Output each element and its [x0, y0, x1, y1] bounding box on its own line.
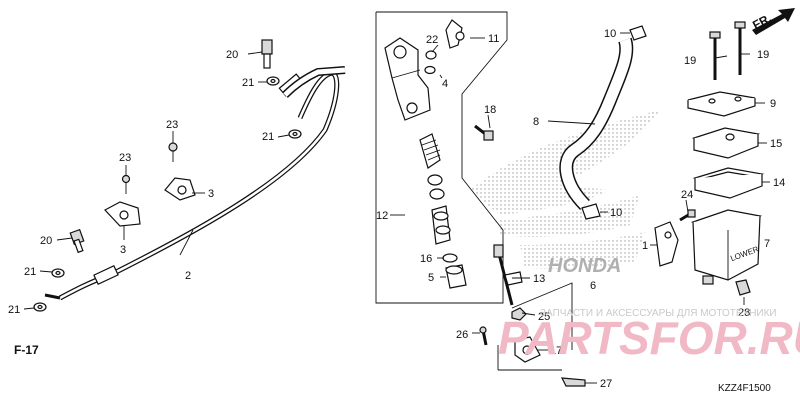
front-direction-arrow: FR. — [750, 8, 795, 35]
callout-3-b: 3 — [120, 244, 126, 256]
callout-3-a: 3 — [208, 188, 214, 200]
circlip-16 — [442, 253, 458, 263]
callout-21-d: 21 — [8, 304, 20, 316]
callout-4: 4 — [442, 78, 448, 90]
callout-20-left: 20 — [40, 235, 52, 247]
callout-10-top: 10 — [604, 28, 616, 40]
reservoir-hose-8 — [559, 37, 634, 210]
watermark: ЗАПЧАСТИ И АКСЕССУАРЫ ДЛЯ МОТОТЕХНИКИ PA… — [498, 308, 800, 364]
callout-27: 27 — [600, 378, 612, 390]
callout-15: 15 — [770, 138, 782, 150]
washer-21-b — [288, 129, 302, 139]
reference-f17: F-17 — [14, 343, 39, 357]
callout-23-b: 23 — [119, 152, 131, 164]
callout-6: 6 — [590, 280, 596, 292]
pin-26 — [479, 326, 488, 346]
hose-clamp-3-a — [164, 177, 196, 201]
boot-5 — [445, 264, 467, 289]
reservoir-7: LOWER — [690, 209, 763, 285]
callout-11: 11 — [488, 33, 499, 45]
callout-13: 13 — [533, 273, 545, 285]
rod-line-6 — [511, 282, 573, 350]
leader-lines — [23, 32, 770, 384]
callout-20-top: 20 — [226, 49, 238, 61]
master-cylinder-body — [384, 37, 431, 121]
joint-11 — [445, 19, 465, 49]
callout-28: 28 — [738, 307, 750, 319]
honda-emblem-text: HONDA — [548, 255, 621, 277]
nut-25 — [511, 307, 527, 321]
callout-5: 5 — [428, 272, 434, 284]
diagram-code: KZZ4F1500 — [718, 383, 771, 394]
piston-set-12 — [419, 133, 451, 245]
bolt-19-left — [709, 31, 721, 80]
bolt-24 — [679, 209, 696, 222]
joint-17 — [514, 336, 541, 363]
oring-22 — [425, 50, 437, 60]
washer-4 — [424, 65, 436, 75]
bolt-20-left — [69, 228, 85, 254]
callout-16: 16 — [420, 253, 432, 265]
washer-21-a — [266, 76, 280, 86]
callout-24: 24 — [681, 189, 693, 201]
callout-25: 25 — [538, 311, 550, 323]
diaphragm-14 — [692, 167, 765, 199]
callout-8: 8 — [533, 116, 539, 128]
watermark-text: ЗАПЧАСТИ И АКСЕССУАРЫ ДЛЯ МОТОТЕХНИКИ — [540, 308, 777, 319]
callout-17: 17 — [550, 345, 562, 357]
callout-21-a: 21 — [242, 77, 254, 89]
pin-27 — [560, 377, 586, 387]
push-rod-13 — [493, 244, 523, 306]
callout-22: 22 — [426, 34, 438, 46]
callout-18: 18 — [484, 104, 496, 116]
bolt-19-right — [734, 21, 746, 75]
callout-9: 9 — [770, 98, 776, 110]
bolt-18 — [474, 124, 494, 141]
callout-2: 2 — [185, 270, 191, 282]
hose-clip-10-bottom — [581, 203, 601, 220]
washer-21-d — [33, 302, 47, 312]
reservoir-plate-15 — [691, 127, 761, 159]
reservoir-cap-9 — [687, 91, 756, 117]
callout-19-right: 19 — [757, 49, 769, 61]
washer-21-c — [51, 268, 65, 278]
hose-fitting-upper — [282, 66, 346, 98]
callout-21-c: 21 — [24, 266, 36, 278]
callout-23-a: 23 — [166, 119, 178, 131]
watermark-logo: PARTSFOR.RU — [498, 312, 800, 364]
callout-10-bottom: 10 — [610, 207, 622, 219]
callout-7: 7 — [764, 238, 770, 250]
stay-1 — [654, 221, 679, 267]
callout-14: 14 — [773, 177, 785, 189]
callout-1: 1 — [642, 240, 648, 252]
bolt-20-top — [261, 39, 273, 69]
hose-clamp-3-b — [104, 201, 141, 227]
master-cylinder-box — [375, 11, 508, 304]
callout-12: 12 — [376, 210, 388, 222]
callout-19-left: 19 — [684, 55, 696, 67]
screw-23-b — [121, 174, 131, 194]
callout-labels: 20 21 21 23 23 3 3 20 21 2 21 F-17 22 11… — [8, 28, 785, 390]
callout-26: 26 — [456, 329, 468, 341]
hose-clip-10-top — [629, 25, 647, 41]
bolt-28 — [735, 279, 751, 296]
screw-23-a — [168, 142, 178, 162]
callout-21-b: 21 — [262, 131, 274, 143]
